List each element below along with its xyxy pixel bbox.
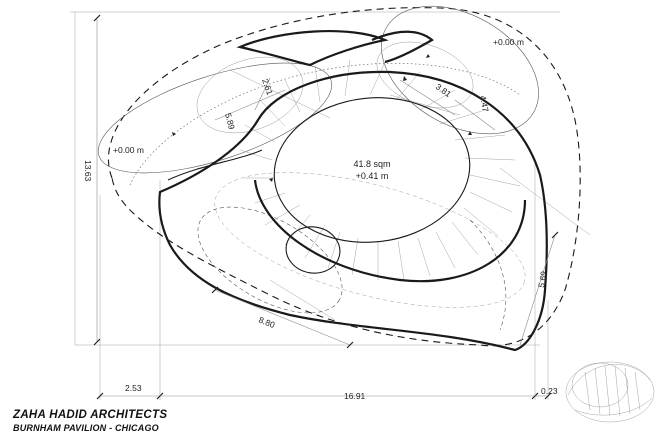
- architect-firm-title: ZAHA HADID ARCHITECTS: [13, 409, 168, 421]
- arrow-marker: [269, 178, 273, 182]
- lower-lobe-dashed-2: [214, 172, 526, 308]
- pavilion-3d-thumbnail: [565, 361, 655, 423]
- dim-left-offset: 2.53: [125, 383, 142, 393]
- canopy-outline-dashed: [107, 7, 581, 347]
- dim-overall-height: 13.63: [83, 160, 93, 182]
- curve-right-dashed: [469, 219, 507, 331]
- radial-ribs: [239, 59, 521, 281]
- arrow-marker: [426, 54, 430, 58]
- central-area-label: 41.8 sqm: [353, 159, 390, 169]
- dim-4-47: 4.47: [478, 95, 491, 113]
- central-oval: [273, 97, 471, 243]
- dim-5-69: 5.69: [536, 270, 549, 288]
- left-lobe-outline: [97, 62, 333, 174]
- left-lobe-inner: [196, 56, 304, 134]
- curve-upper-left: [167, 149, 263, 181]
- top-crescent: [236, 30, 389, 67]
- direction-arrows: [172, 54, 472, 182]
- top-crescent-right: [371, 30, 434, 64]
- arrow-marker: [468, 131, 472, 135]
- left-level-label: +0.00 m: [113, 145, 144, 155]
- inner-ring-thick: [253, 179, 527, 283]
- dim-right-offset: 0.23: [541, 386, 558, 396]
- project-title: BURNHAM PAVILION - CHICAGO: [13, 423, 159, 433]
- small-oval: [285, 226, 341, 274]
- central-level-label: +0.41 m: [356, 171, 389, 181]
- extension-lines: [70, 11, 591, 400]
- floor-outline-thick: [158, 70, 548, 352]
- lower-lobe-dashed: [197, 206, 343, 314]
- dim-8-80: 8.80: [257, 315, 276, 331]
- arrow-marker: [403, 76, 407, 81]
- dimension-lines: [93, 14, 559, 400]
- dim-5-89: 5.89: [223, 112, 237, 131]
- right-lobe-outline: [381, 5, 539, 135]
- dim-overall-width: 16.91: [344, 391, 366, 401]
- arrow-marker: [172, 132, 176, 136]
- right-level-label: +0.00 m: [493, 37, 524, 47]
- roof-edge-dotted: [129, 63, 521, 186]
